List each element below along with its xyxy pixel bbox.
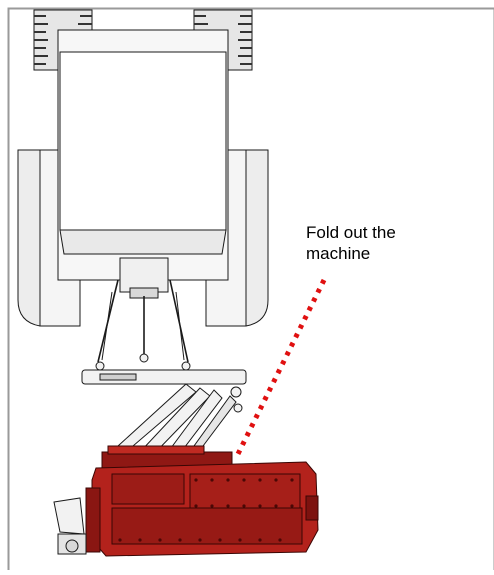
cab-roof — [60, 52, 226, 230]
callout-line-2: machine — [306, 243, 476, 264]
hitch-housing — [120, 258, 168, 292]
callout-line-1: Fold out the — [306, 222, 476, 243]
drive-cone — [54, 498, 86, 554]
rear-window — [60, 230, 226, 254]
machine-gearbox — [86, 488, 100, 552]
callout-label: Fold out the machine — [306, 222, 476, 264]
machine-illustration — [86, 446, 318, 556]
mounting-frame — [82, 354, 246, 412]
machine-end-cap — [306, 496, 318, 520]
tractor-illustration — [18, 10, 268, 326]
